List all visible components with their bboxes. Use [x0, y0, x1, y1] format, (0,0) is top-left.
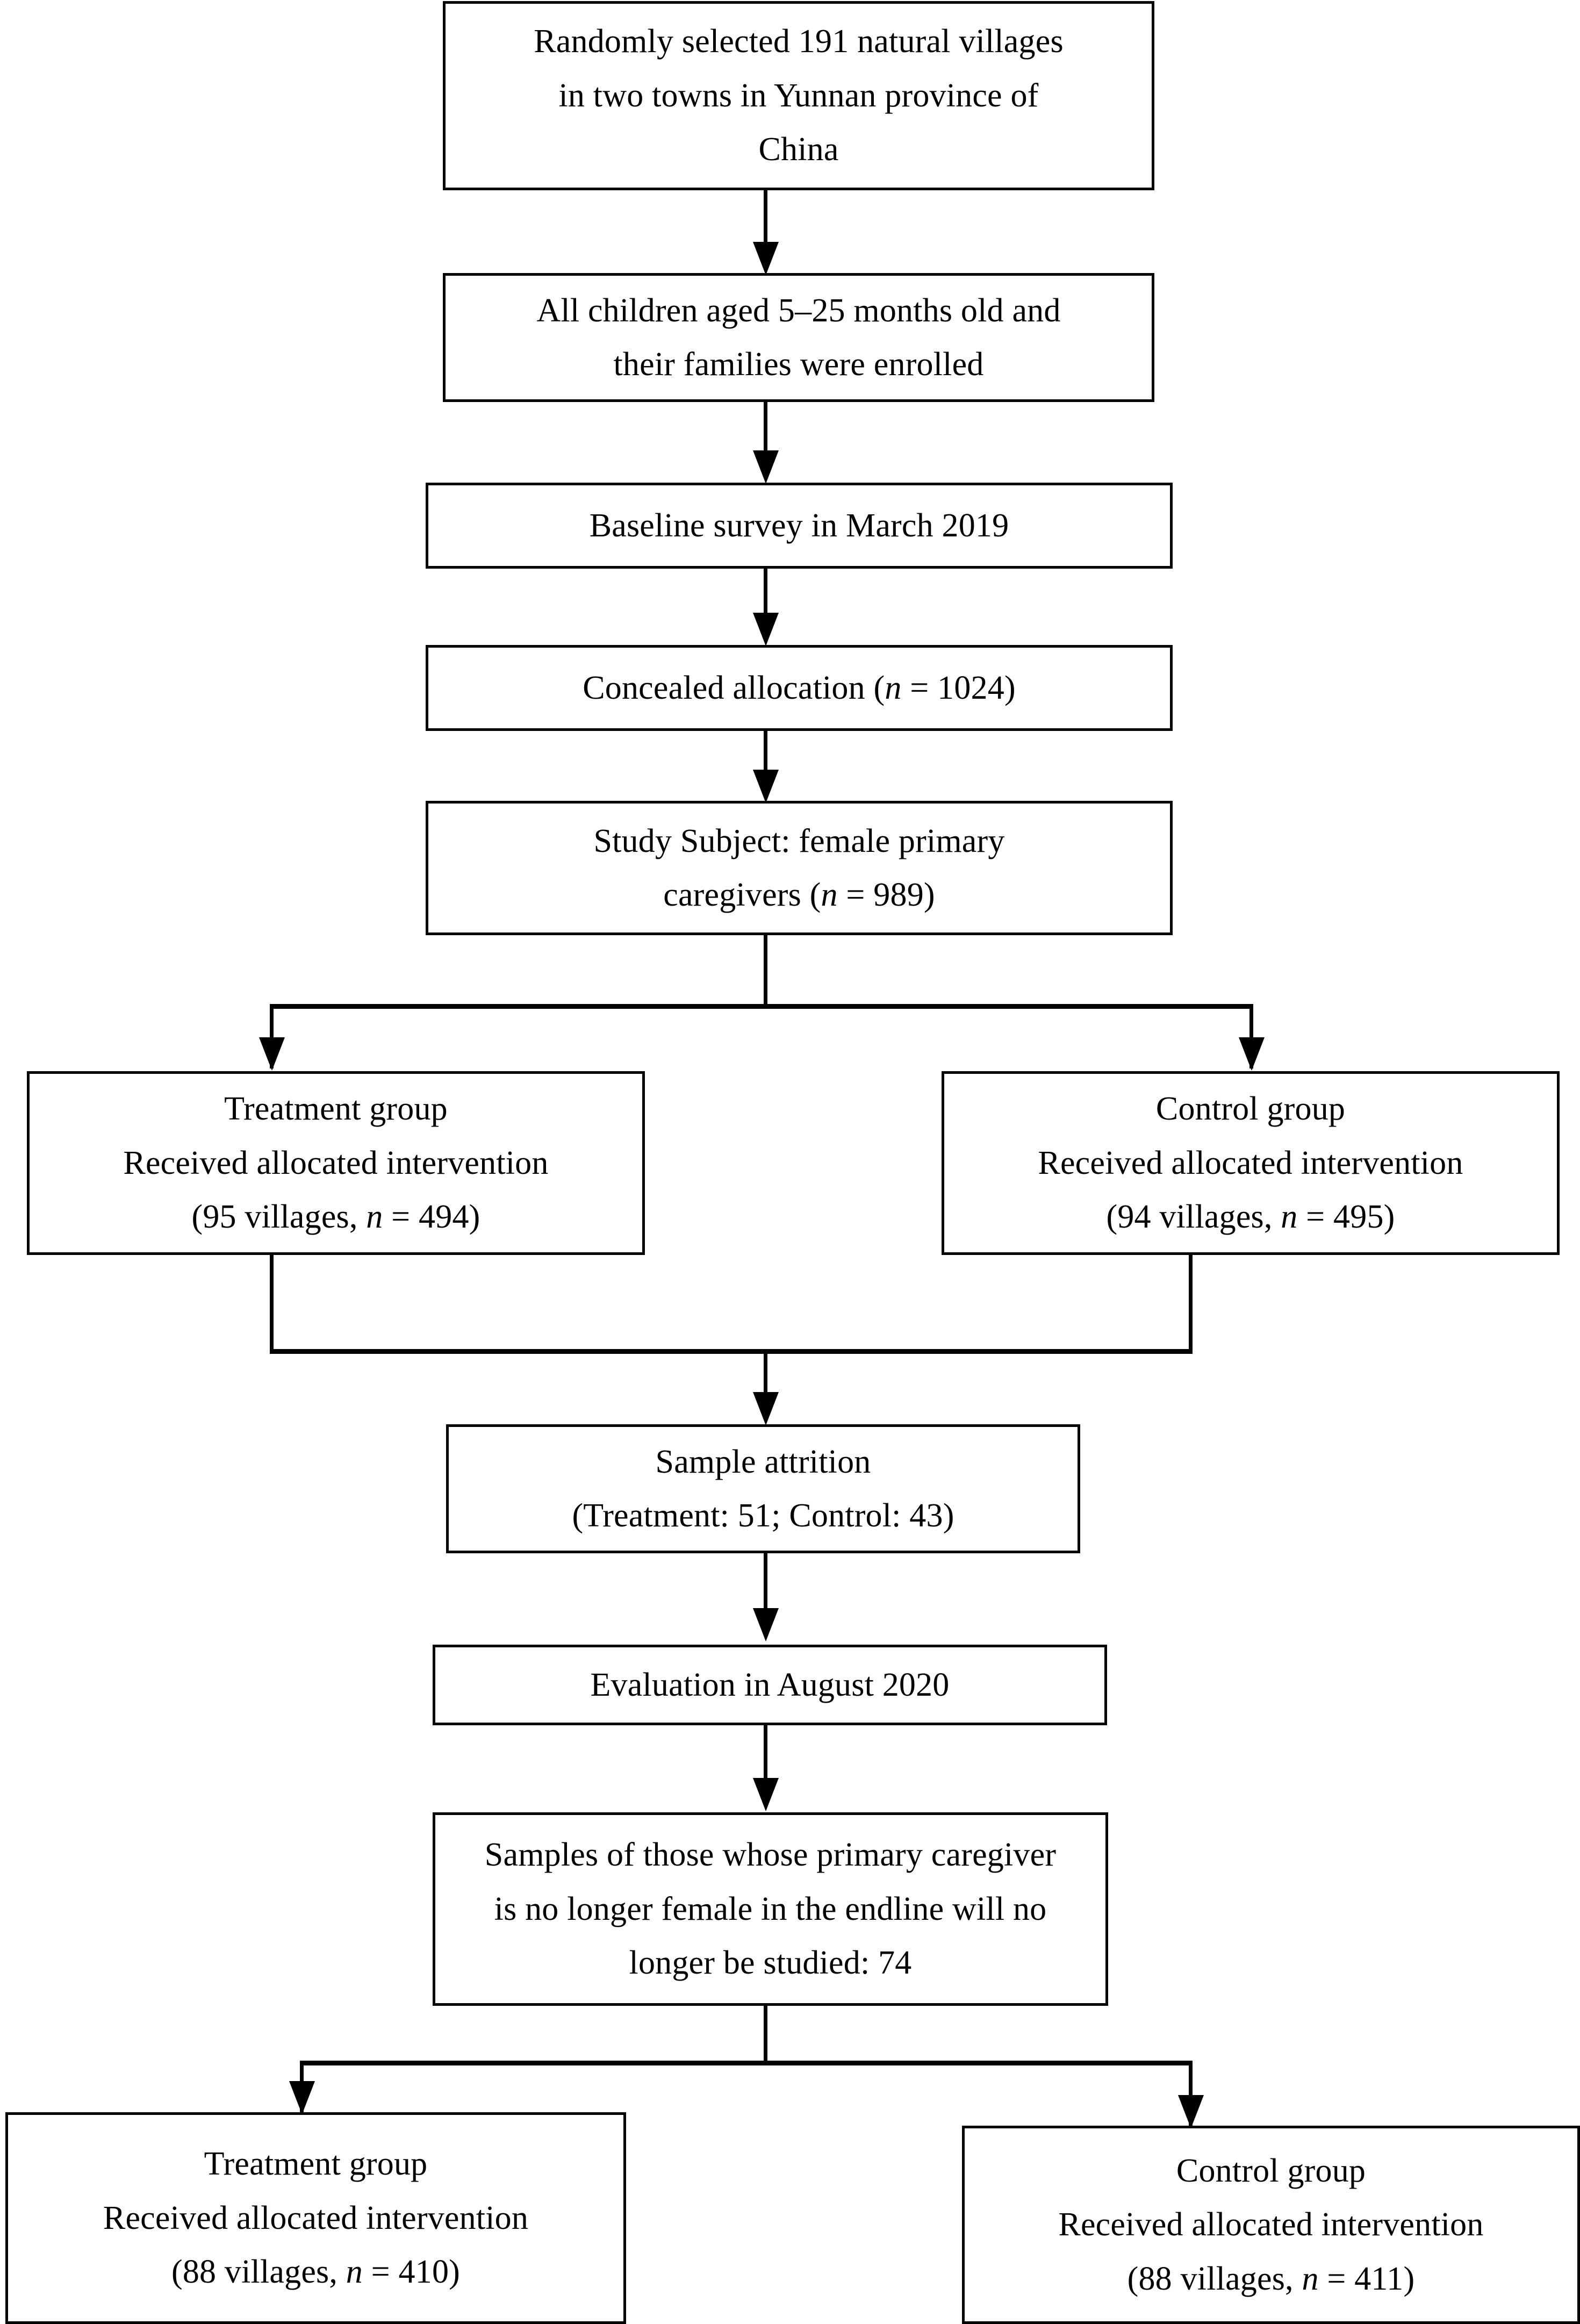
node-control-group-endline-line-1: Control group	[1176, 2152, 1366, 2189]
connector-baseline-to-allocation	[764, 569, 767, 617]
connector-subject-split-right	[1249, 1004, 1253, 1068]
arrowhead-evaluation-to-exclusion	[753, 1778, 779, 1811]
connector-villages-to-enrollment	[764, 190, 767, 246]
node-treatment-group-endline-line-1: Treatment group	[204, 2146, 428, 2183]
node-enrollment-line-2: their families were enrolled	[613, 346, 984, 383]
node-treatment-group-baseline-line-1: Treatment group	[224, 1091, 448, 1128]
node-treatment-group-endline-line-2: Received allocated intervention	[103, 2199, 529, 2236]
node-villages-line-3: China	[758, 131, 839, 168]
connector-evaluation-to-exclusion	[764, 1725, 767, 1784]
arrowhead-subject-to-treatment	[259, 1037, 285, 1071]
connector-treatment-merge-down	[270, 1255, 274, 1352]
node-sample-attrition: Sample attrition (Treatment: 51; Control…	[446, 1424, 1080, 1553]
connector-control-merge-down	[1189, 1255, 1193, 1352]
node-treatment-group-baseline-line-3: (95 villages, n = 494)	[191, 1199, 480, 1236]
node-baseline-survey-line-1: Baseline survey in March 2019	[589, 507, 1009, 544]
arrowhead-subject-to-control	[1239, 1037, 1265, 1071]
node-exclusion-criteria-line-2: is no longer female in the endline will …	[494, 1890, 1047, 1927]
node-evaluation-line-1: Evaluation in August 2020	[590, 1666, 950, 1703]
arrowhead-exclusion-to-control-endline	[1178, 2095, 1204, 2128]
arrowhead-baseline-to-allocation	[753, 613, 779, 646]
node-sample-attrition-line-2: (Treatment: 51; Control: 43)	[572, 1497, 954, 1534]
node-villages-line-1: Randomly selected 191 natural villages	[534, 23, 1064, 60]
node-treatment-group-endline-line-3: (88 villages, n = 410)	[171, 2254, 460, 2291]
node-exclusion-criteria: Samples of those whose primary caregiver…	[433, 1812, 1108, 2006]
node-control-group-endline-line-3: (88 villages, n = 411)	[1127, 2260, 1415, 2297]
node-exclusion-criteria-line-3: longer be studied: 74	[629, 1945, 912, 1982]
arrowhead-exclusion-to-treatment-endline	[289, 2081, 315, 2114]
node-treatment-group-endline: Treatment group Received allocated inter…	[5, 2112, 626, 2324]
node-control-group-endline-line-2: Received allocated intervention	[1058, 2206, 1484, 2243]
node-treatment-group-baseline-line-2: Received allocated intervention	[123, 1144, 549, 1181]
node-study-subject: Study Subject: female primary caregivers…	[426, 801, 1173, 935]
node-treatment-group-baseline: Treatment group Received allocated inter…	[27, 1071, 645, 1255]
connector-allocation-to-subject	[764, 731, 767, 774]
node-control-group-baseline: Control group Received allocated interve…	[942, 1071, 1560, 1255]
node-control-group-baseline-line-1: Control group	[1155, 1091, 1346, 1128]
arrowhead-villages-to-enrollment	[753, 242, 779, 275]
connector-subject-split-bar	[270, 1004, 1253, 1009]
connector-enrollment-to-baseline	[764, 402, 767, 455]
connector-subject-split-stem	[764, 935, 767, 1008]
connector-merge-to-attrition	[764, 1349, 767, 1414]
arrowhead-merge-to-attrition	[753, 1392, 779, 1425]
connector-exclusion-split-stem	[764, 2006, 767, 2065]
connector-subject-split-left	[270, 1004, 274, 1068]
arrowhead-attrition-to-evaluation	[753, 1608, 779, 1641]
connector-attrition-to-evaluation	[764, 1553, 767, 1612]
node-concealed-allocation-line-1: Concealed allocation (n = 1024)	[583, 669, 1016, 706]
node-villages-line-2: in two towns in Yunnan province of	[558, 77, 1039, 114]
node-baseline-survey: Baseline survey in March 2019	[426, 483, 1173, 569]
node-exclusion-criteria-line-1: Samples of those whose primary caregiver	[484, 1837, 1057, 1874]
connector-merge-bar	[270, 1349, 1193, 1354]
node-evaluation: Evaluation in August 2020	[433, 1645, 1107, 1725]
node-sample-attrition-line-1: Sample attrition	[655, 1443, 871, 1480]
connector-exclusion-split-bar	[300, 2061, 1192, 2065]
node-enrollment-line-1: All children aged 5–25 months old and	[536, 292, 1061, 329]
node-villages: Randomly selected 191 natural villages i…	[443, 1, 1154, 190]
node-control-group-baseline-line-3: (94 villages, n = 495)	[1106, 1199, 1395, 1236]
node-enrollment: All children aged 5–25 months old and th…	[443, 273, 1154, 402]
node-control-group-endline: Control group Received allocated interve…	[962, 2126, 1580, 2324]
arrowhead-enrollment-to-baseline	[753, 450, 779, 484]
node-study-subject-line-1: Study Subject: female primary	[593, 822, 1005, 859]
arrowhead-allocation-to-subject	[753, 770, 779, 803]
node-study-subject-line-2: caregivers (n = 989)	[663, 877, 935, 913]
node-concealed-allocation: Concealed allocation (n = 1024)	[426, 645, 1173, 731]
node-control-group-baseline-line-2: Received allocated intervention	[1038, 1144, 1463, 1181]
